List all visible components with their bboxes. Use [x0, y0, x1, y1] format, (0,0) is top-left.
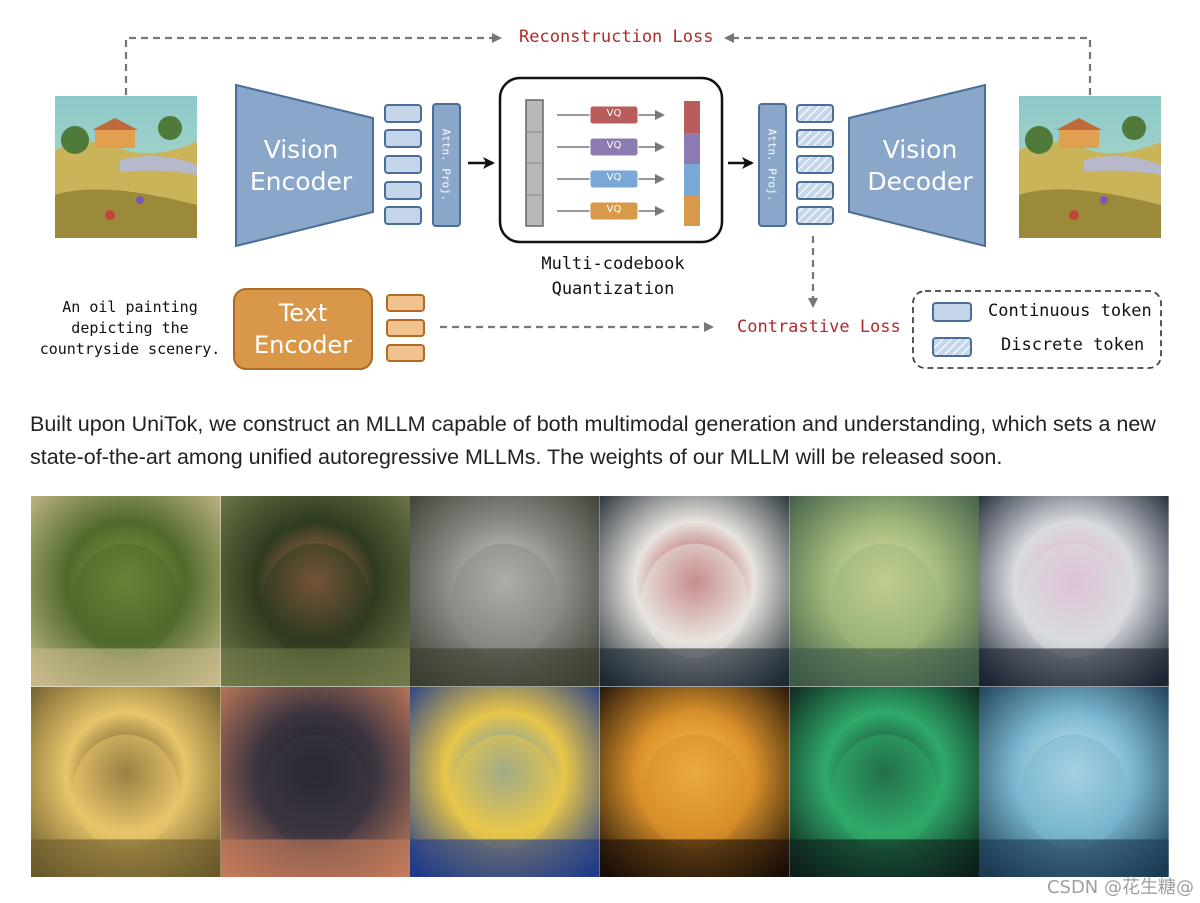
starry-night-city-image: [410, 686, 600, 877]
vq-label-1: VQ: [606, 108, 622, 119]
vq-label-2: VQ: [606, 140, 622, 151]
quantization-label: Multi-codebook Quantization: [541, 254, 685, 299]
mushroom-in-forest-image: [220, 496, 411, 687]
text-tokens: [386, 294, 425, 362]
text-encoder-block: [233, 288, 373, 370]
encoder-attn-proj-block: [432, 103, 461, 227]
text-encoder-label: Text Encoder: [253, 299, 353, 359]
input-painting-image: [55, 96, 197, 238]
eagle-portrait-image: [600, 496, 790, 687]
diagram-graphics: [55, 33, 1162, 370]
unitok-architecture-diagram: Reconstruction Loss Vision Encoder Visio…: [0, 0, 1200, 395]
reconstructed-painting-image: [1019, 96, 1161, 238]
vq-label-3: VQ: [606, 172, 622, 183]
continuous-token-swatch: [932, 302, 972, 322]
bitcoin-coin-fire-image: [600, 686, 790, 877]
contrastive-loss-label: Contrastive Loss: [737, 317, 901, 337]
caption-paragraph: Built upon UniTok, we construct an MLLM …: [30, 412, 1156, 469]
cabbage-image: [789, 496, 980, 687]
ocean-wave-image: [979, 686, 1169, 877]
aurora-lake-image: [789, 686, 980, 877]
watermark: CSDN @花生糖@: [1046, 877, 1194, 898]
legend-continuous-label: Continuous token: [988, 301, 1152, 321]
vq-blocks: [589, 105, 639, 221]
generated-images-gallery: [31, 496, 1169, 877]
wolf-portrait-image: [410, 496, 600, 687]
vision-encoder-block: [235, 83, 374, 248]
city-skyline-sunset-image: [220, 686, 411, 877]
vq-label-4: VQ: [606, 204, 622, 215]
reconstruction-loss-path: [124, 33, 1092, 95]
vision-decoder-block: [848, 83, 986, 248]
legend-discrete-label: Discrete token: [1001, 335, 1145, 355]
encoder-continuous-tokens: [384, 104, 422, 225]
decoder-attn-proj-label: Attn. Proj.: [765, 128, 779, 202]
decoder-attn-proj-block: [758, 103, 787, 227]
tree-in-meadow-image: [31, 496, 221, 687]
cherry-blossom-tree-snow-image: [979, 496, 1169, 687]
gold-sports-car-forest-image: [31, 686, 221, 877]
quantizer-output-bar: [684, 101, 700, 226]
quantizer-input-dividers: [526, 131, 543, 196]
vision-decoder-label: Vision Decoder: [867, 135, 973, 196]
decoder-discrete-tokens: [796, 104, 834, 225]
quantization-box: [498, 76, 724, 244]
discrete-token-swatch: [932, 337, 972, 357]
reconstruction-loss-label: Reconstruction Loss: [519, 27, 714, 47]
legend-box: [912, 290, 1162, 369]
vision-encoder-label: Vision Encoder: [249, 135, 353, 196]
text-prompt: An oil painting depicting the countrysid…: [39, 298, 221, 358]
encoder-attn-proj-label: Attn. Proj.: [439, 128, 453, 202]
